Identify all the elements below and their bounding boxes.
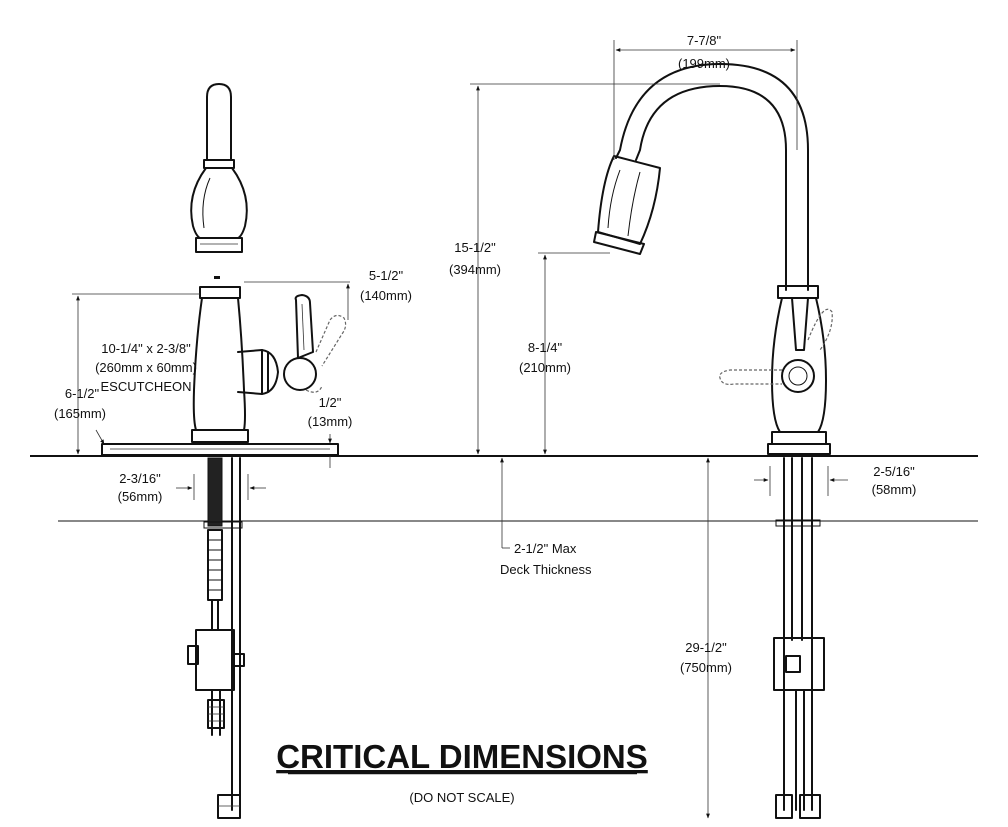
overall-height-metric: (394mm) xyxy=(449,262,501,277)
base-front-imperial: 2-5/16" xyxy=(873,464,915,479)
body-height-imperial: 6-1/2" xyxy=(65,386,100,401)
escutcheon-size: 10-1/4" x 2-3/8" xyxy=(101,341,191,356)
front-view-faucet xyxy=(593,63,833,819)
base-side-metric: (56mm) xyxy=(118,489,163,504)
escutcheon-thickness-metric: (13mm) xyxy=(308,414,353,429)
page-subtitle: (DO NOT SCALE) xyxy=(409,790,514,805)
supply-length-imperial: 29-1/2" xyxy=(685,640,727,655)
handle-clearance-metric: (140mm) xyxy=(360,288,412,303)
dimension-labels: 7-7/8" (199mm) 15-1/2" (394mm) 8-1/4" (2… xyxy=(54,33,916,675)
spout-reach-imperial: 7-7/8" xyxy=(687,33,722,48)
base-front-metric: (58mm) xyxy=(872,482,917,497)
escutcheon-thickness-imperial: 1/2" xyxy=(319,395,342,410)
supply-length-metric: (750mm) xyxy=(680,660,732,675)
deck-thickness-max: 2-1/2" Max xyxy=(514,541,577,556)
dimension-lines xyxy=(72,40,848,819)
spout-outlet-height-metric: (210mm) xyxy=(519,360,571,375)
page-title: CRITICAL DIMENSIONS xyxy=(276,738,648,775)
escutcheon-size-metric: (260mm x 60mm) xyxy=(95,360,197,375)
escutcheon-label: ESCUTCHEON xyxy=(100,379,191,394)
deck-surface xyxy=(30,455,978,522)
spout-reach-metric: (199mm) xyxy=(678,56,730,71)
side-view-faucet xyxy=(101,83,347,819)
base-side-imperial: 2-3/16" xyxy=(119,471,161,486)
deck-thickness-label: Deck Thickness xyxy=(500,562,592,577)
handle-clearance-imperial: 5-1/2" xyxy=(369,268,404,283)
spout-outlet-height-imperial: 8-1/4" xyxy=(528,340,563,355)
body-height-metric: (165mm) xyxy=(54,406,106,421)
overall-height-imperial: 15-1/2" xyxy=(454,240,496,255)
